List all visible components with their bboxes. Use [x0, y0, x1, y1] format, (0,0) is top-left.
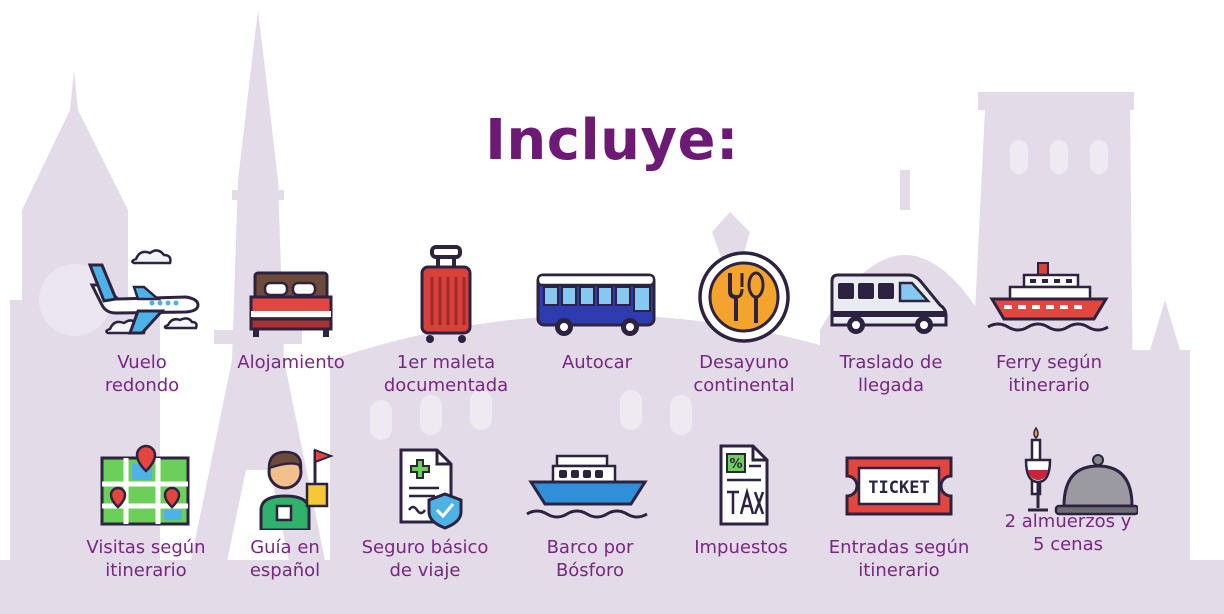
- included-item-travel-insurance: Seguro básico de viaje: [340, 444, 510, 582]
- included-item-arrival-transfer: Traslado de llegada: [806, 245, 976, 397]
- included-item-coach: Autocar: [512, 245, 682, 374]
- page-title: Incluye:: [485, 108, 739, 173]
- included-item-breakfast: Desayuno continental: [659, 245, 829, 397]
- item-label: Guía en español: [249, 537, 321, 581]
- included-item-entrance-tickets: TICKET Entradas según itinerario: [814, 444, 984, 582]
- included-item-bosphorus-boat: Barco por Bósforo: [505, 444, 675, 582]
- plate-cutlery-icon: [698, 251, 790, 343]
- ferry-icon: [987, 262, 1109, 332]
- item-label: Alojamiento: [237, 352, 345, 373]
- airplane-icon: [87, 249, 200, 335]
- map-icon: [100, 444, 190, 526]
- bus-icon: [536, 273, 656, 336]
- included-item-flight: Vuelo redondo: [57, 245, 227, 397]
- dinner-icon: [1024, 426, 1138, 516]
- item-label: Desayuno continental: [693, 352, 795, 396]
- included-item-accommodation: Alojamiento: [206, 245, 376, 374]
- included-item-taxes: % Impuestos: [656, 444, 826, 559]
- ticket-icon: TICKET: [845, 456, 953, 516]
- insurance-document-icon: [399, 448, 463, 530]
- item-label: Seguro básico de viaje: [361, 537, 489, 581]
- item-label: 1er maleta documentada: [383, 352, 509, 396]
- item-label: 2 almuerzos y 5 cenas: [1004, 511, 1132, 555]
- item-label: Autocar: [561, 352, 633, 373]
- ticket-icon-text: TICKET: [868, 478, 929, 498]
- included-item-checked-bag: 1er maleta documentada: [361, 245, 531, 397]
- item-label: Impuestos: [694, 537, 788, 558]
- included-item-spanish-guide: Guía en español: [200, 444, 370, 582]
- tax-document-icon: %: [719, 444, 769, 526]
- included-item-tours: Visitas según itinerario: [61, 444, 231, 582]
- item-label: Ferry según itinerario: [996, 352, 1102, 396]
- included-item-meals: 2 almuerzos y 5 cenas: [983, 420, 1153, 556]
- svg-text:%: %: [729, 457, 742, 472]
- included-item-ferry: Ferry según itinerario: [964, 245, 1134, 397]
- tour-guide-icon: [259, 448, 334, 530]
- van-icon: [830, 273, 948, 334]
- boat-icon: [526, 454, 648, 519]
- item-label: Barco por Bósforo: [546, 537, 634, 581]
- item-label: Visitas según itinerario: [86, 537, 206, 581]
- item-label: Vuelo redondo: [104, 352, 180, 396]
- suitcase-icon: [420, 245, 472, 343]
- item-label: Traslado de llegada: [839, 352, 943, 396]
- bed-icon: [249, 271, 333, 337]
- item-label: Entradas según itinerario: [828, 537, 970, 581]
